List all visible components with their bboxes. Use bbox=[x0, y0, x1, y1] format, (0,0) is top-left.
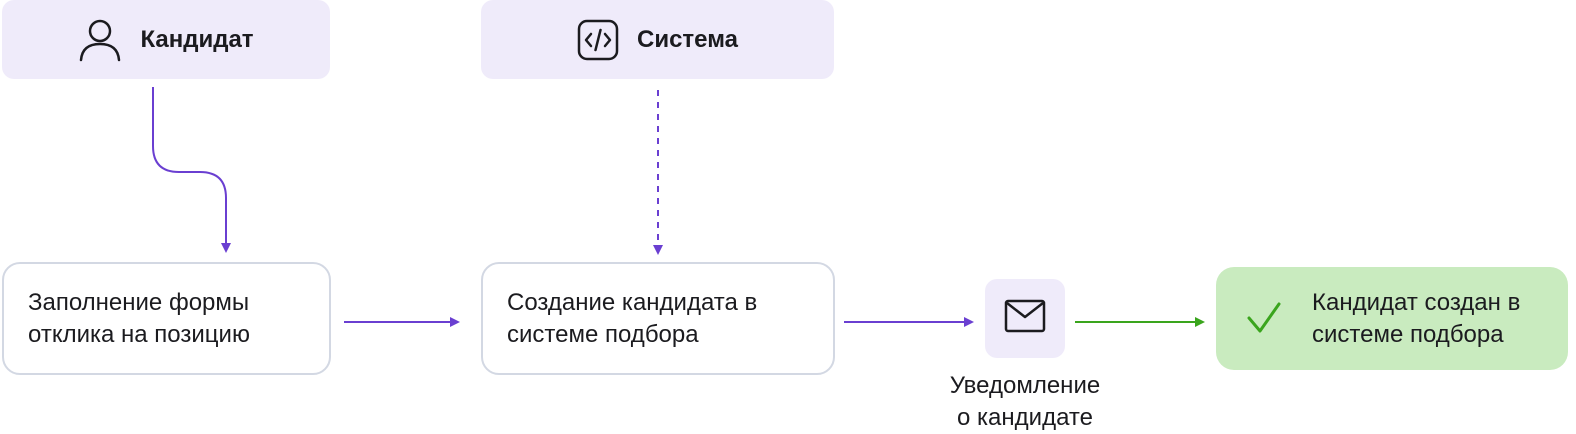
result-box: Кандидат создан в системе подбора bbox=[1216, 267, 1568, 370]
step-fill-form-text: Заполнение формы отклика на позицию bbox=[28, 288, 250, 348]
step-fill-form: Заполнение формы отклика на позицию bbox=[2, 262, 331, 375]
mail-icon bbox=[1004, 299, 1046, 338]
step-create-candidate-text: Создание кандидата в системе подбора bbox=[507, 288, 758, 348]
notification-label: Уведомление о кандидате bbox=[949, 372, 1101, 431]
connector-candidate-to-form bbox=[152, 87, 231, 253]
result-text: Кандидат создан в системе подбора bbox=[1312, 289, 1521, 348]
step-create-candidate: Создание кандидата в системе подбора bbox=[481, 262, 835, 375]
notification-box bbox=[985, 279, 1065, 358]
actor-candidate: Кандидат bbox=[2, 0, 330, 79]
person-icon bbox=[78, 18, 122, 62]
actor-candidate-label: Кандидат bbox=[140, 25, 254, 53]
code-icon bbox=[577, 19, 619, 61]
check-icon bbox=[1246, 301, 1282, 340]
actor-system: Система bbox=[481, 0, 834, 79]
actor-system-label: Система bbox=[636, 25, 738, 53]
